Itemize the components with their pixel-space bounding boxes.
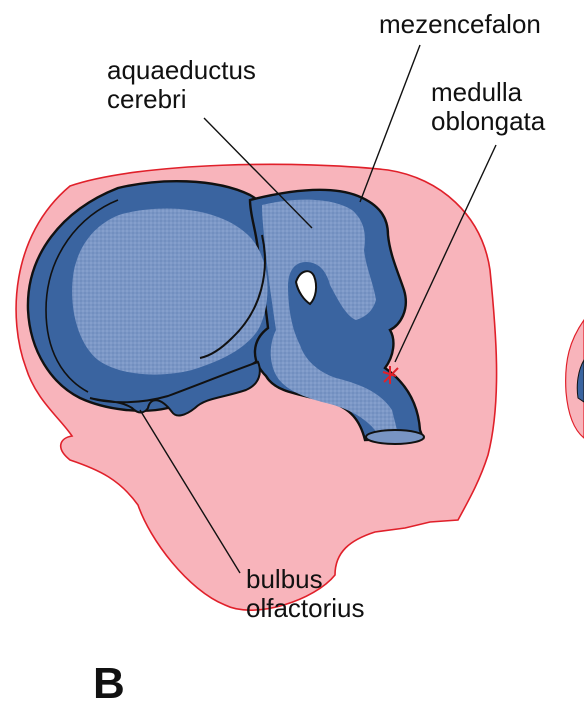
label-medulla-oblongata: medulla oblongata [431, 78, 545, 136]
spinal-cord-cut [366, 430, 424, 444]
panel-letter: B [93, 660, 125, 708]
label-bulbus-line2: olfactorius [246, 594, 365, 623]
label-aquaeductus-line1: aquaeductus [107, 56, 256, 85]
label-mezencefalon: mezencefalon [379, 10, 541, 39]
label-medulla-line2: oblongata [431, 107, 545, 136]
label-aquaeductus-cerebri: aquaeductus cerebri [107, 56, 256, 114]
label-mezencefalon-text: mezencefalon [379, 9, 541, 39]
label-aquaeductus-line2: cerebri [107, 85, 256, 114]
label-medulla-line1: medulla [431, 78, 545, 107]
label-bulbus-line1: bulbus [246, 565, 365, 594]
label-bulbus-olfactorius: bulbus olfactorius [246, 565, 365, 623]
